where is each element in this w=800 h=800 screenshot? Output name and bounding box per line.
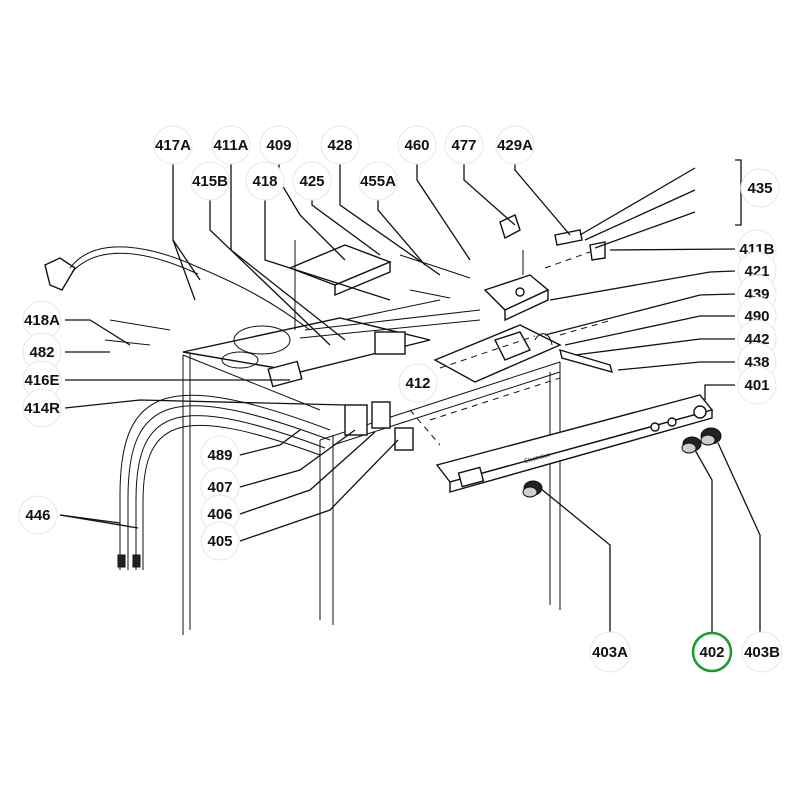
callout-411A: 411A: [211, 125, 251, 165]
svg-text:402: 402: [699, 644, 724, 661]
svg-text:405: 405: [207, 533, 232, 550]
callout-403A: 403A: [589, 631, 631, 673]
svg-text:428: 428: [327, 137, 352, 154]
callout-455A: 455A: [358, 161, 398, 201]
top-cover-409: [288, 244, 392, 297]
svg-text:477: 477: [451, 137, 476, 154]
svg-text:417A: 417A: [155, 137, 191, 154]
callout-412: 412: [398, 363, 438, 403]
svg-text:425: 425: [299, 173, 324, 190]
knob-402: [681, 436, 702, 454]
svg-text:409: 409: [266, 137, 291, 154]
callout-429A: 429A: [495, 125, 535, 165]
callout-402: 402: [691, 631, 733, 673]
svg-text:418: 418: [252, 173, 277, 190]
svg-text:415B: 415B: [192, 173, 228, 190]
callout-482: 482: [22, 332, 62, 372]
callout-401: 401: [737, 365, 777, 405]
svg-text:407: 407: [207, 479, 232, 496]
knob-403A: [522, 480, 543, 498]
callout-425: 425: [292, 161, 332, 201]
control-panel-401: Electrolux: [435, 394, 714, 493]
callout-435: 435: [740, 168, 780, 208]
svg-text:460: 460: [404, 137, 429, 154]
callout-414R: 414R: [22, 388, 62, 428]
callout-460: 460: [397, 125, 437, 165]
svg-text:406: 406: [207, 506, 232, 523]
svg-text:435: 435: [747, 180, 772, 197]
power-cord: [44, 246, 311, 331]
svg-text:482: 482: [29, 344, 54, 361]
small-hardware: [104, 240, 613, 446]
svg-text:455A: 455A: [360, 173, 396, 190]
callout-labels: 417A 411A 409 428 460 477 429A 415B 418 …: [18, 125, 783, 673]
callout-407: 407: [200, 467, 240, 507]
knob-403B: [700, 427, 722, 446]
svg-text:489: 489: [207, 447, 232, 464]
svg-text:418A: 418A: [24, 312, 60, 329]
svg-text:446: 446: [25, 507, 50, 524]
svg-text:403B: 403B: [744, 644, 780, 661]
callout-406: 406: [200, 494, 240, 534]
callout-428: 428: [320, 125, 360, 165]
svg-text:429A: 429A: [497, 137, 533, 154]
leader-lines: [59, 159, 761, 632]
svg-text:403A: 403A: [592, 644, 628, 661]
callout-415B: 415B: [190, 161, 230, 201]
callout-446: 446: [18, 495, 58, 535]
callout-477: 477: [444, 125, 484, 165]
callout-403B: 403B: [741, 631, 783, 673]
svg-text:414R: 414R: [24, 400, 60, 417]
svg-text:401: 401: [744, 377, 769, 394]
gas-valve-421: [483, 274, 550, 322]
callout-405: 405: [200, 521, 240, 561]
callout-409: 409: [259, 125, 299, 165]
svg-text:412: 412: [405, 375, 430, 392]
callout-417A: 417A: [153, 125, 193, 165]
thermostat-assembly: [221, 214, 614, 451]
svg-text:416E: 416E: [24, 372, 59, 389]
svg-text:411A: 411A: [213, 137, 248, 154]
callout-418: 418: [245, 161, 285, 201]
callout-489: 489: [200, 435, 240, 475]
